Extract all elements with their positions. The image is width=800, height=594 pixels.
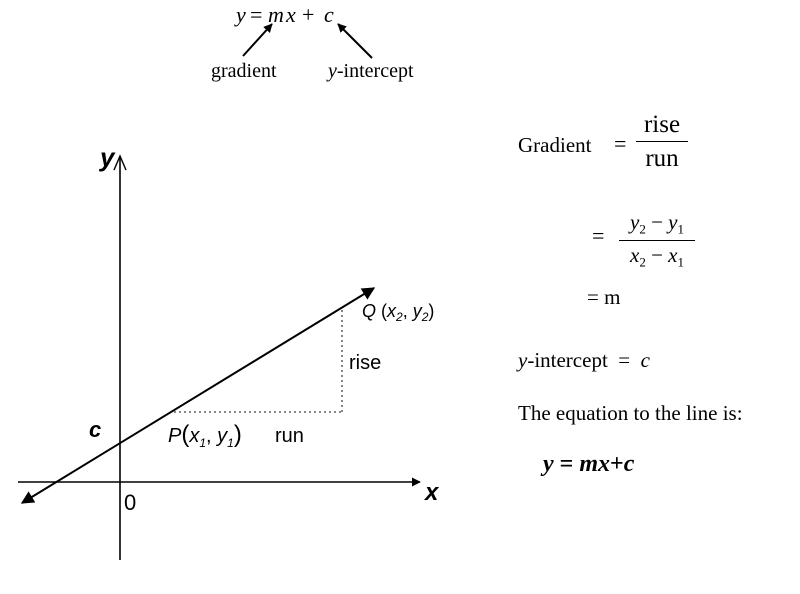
c-label: c <box>89 417 101 442</box>
den-minus: − <box>651 242 663 267</box>
top-formula: y = m x + c gradient y-intercept <box>211 2 414 82</box>
point-p-label: P(x1, y1) <box>168 421 242 450</box>
fraction-bar-2 <box>619 239 695 241</box>
point-p-y-sub: 1 <box>227 436 234 450</box>
den-x2-sub: 2 <box>639 254 646 270</box>
origin-label: 0 <box>124 490 136 515</box>
den-x2: x <box>629 242 640 267</box>
den-x1: x <box>668 242 678 267</box>
intercept-c: c <box>640 348 650 372</box>
top-eq-equals: = <box>250 2 262 27</box>
point-p-x-sub: 1 <box>199 436 206 450</box>
fraction-numerator-rise: rise <box>643 111 681 138</box>
gradient-word: Gradient <box>518 133 592 157</box>
final-plus: + <box>610 451 624 477</box>
gradient-equals: = <box>614 131 627 156</box>
run-label: run <box>275 425 304 447</box>
final-x: x <box>598 451 611 477</box>
num-y1: y <box>668 210 678 234</box>
num-y2: y <box>629 210 640 234</box>
point-q-y: y <box>411 301 423 321</box>
num-y2-sub: 2 <box>639 221 646 237</box>
intercept-label: y-intercept <box>326 60 414 82</box>
num-minus: − <box>651 210 663 234</box>
top-eq-c: c <box>324 2 334 27</box>
fraction-numerator-y: y2 − y1 <box>619 212 695 236</box>
intercept-var: y <box>518 348 528 372</box>
final-y: y <box>543 451 554 477</box>
final-c: c <box>623 451 635 477</box>
point-p-y: y <box>215 425 228 447</box>
point-q-x-sub: 2 <box>395 310 403 324</box>
intercept-label-rest: -intercept <box>337 60 414 82</box>
point-q-name: Q <box>362 301 376 321</box>
num-y1-sub: 1 <box>677 221 685 237</box>
fraction-bar <box>636 141 688 142</box>
intercept-rest: -intercept <box>527 348 608 372</box>
den-x1-sub: 1 <box>677 254 685 270</box>
coordinate-difference-fraction: y2 − y1 x2 − x1 <box>619 212 695 268</box>
top-eq-y: y <box>234 2 246 27</box>
difference-equals: = <box>592 223 605 248</box>
y-axis-arrowhead <box>113 154 127 171</box>
gradient-pointer-arrow <box>242 23 273 57</box>
point-q-x: x <box>386 301 397 321</box>
equation-sentence: The equation to the line is: <box>518 401 743 425</box>
point-p-x: x <box>188 425 200 447</box>
point-q-y-sub: 2 <box>421 310 429 324</box>
top-eq-plus: + <box>302 2 314 27</box>
graph: y x 0 c Q (x2, y2) P(x1, y1) rise run <box>18 142 440 560</box>
x-axis-label: x <box>423 479 440 506</box>
top-eq-x: x <box>285 2 296 27</box>
final-m: m <box>579 451 599 477</box>
rise-over-run-fraction: rise run <box>636 112 688 171</box>
fraction-denominator-run: run <box>645 145 679 172</box>
line-graph <box>20 287 376 504</box>
y-axis-label: y <box>98 142 116 172</box>
top-eq-m: m <box>268 2 284 27</box>
point-q-label: Q (x2, y2) <box>362 301 434 324</box>
final-equation: y = mx+c <box>543 451 634 478</box>
intercept-label-var: y <box>326 60 337 82</box>
intercept-pointer-arrow <box>337 23 373 59</box>
fraction-denominator-x: x2 − x1 <box>619 242 695 270</box>
point-p-name: P <box>168 425 182 447</box>
equals-m: = m <box>587 285 621 309</box>
rise-label: rise <box>349 352 381 374</box>
gradient-label: gradient <box>211 60 277 82</box>
intercept-statement: y-intercept = c <box>518 348 650 373</box>
intercept-equals: = <box>618 348 631 372</box>
final-equals: = <box>559 451 574 477</box>
